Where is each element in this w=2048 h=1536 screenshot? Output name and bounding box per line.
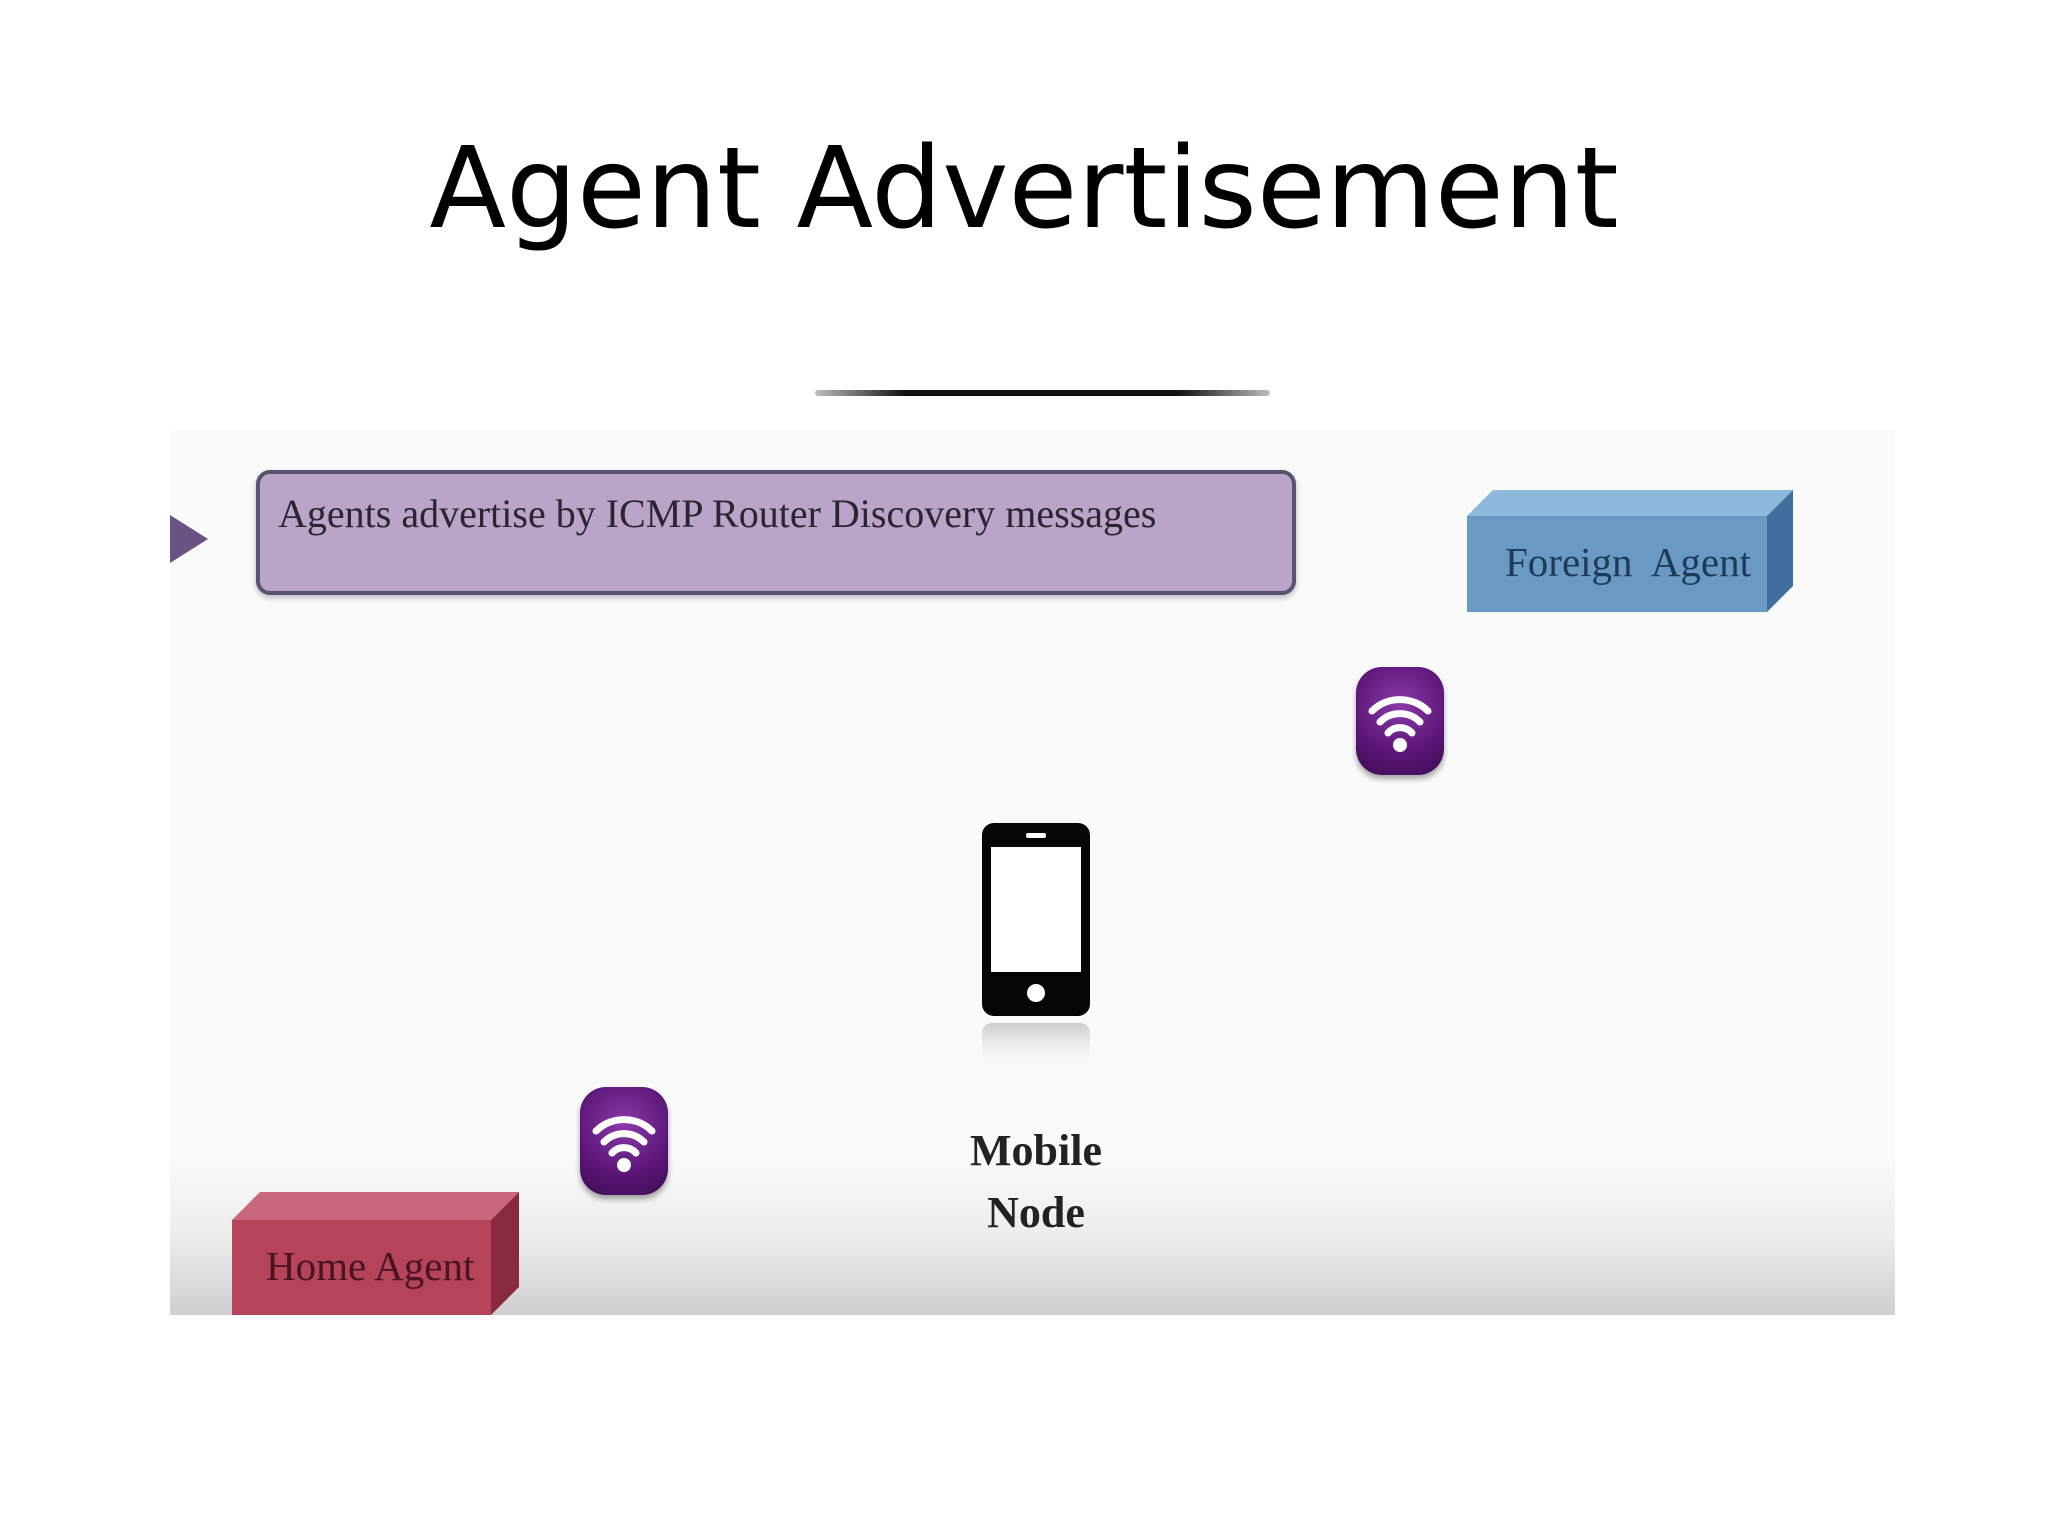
mobile-node-line2: Node: [987, 1188, 1085, 1237]
message-box: Agents advertise by ICMP Router Discover…: [256, 470, 1296, 595]
title-divider: [815, 390, 1270, 396]
smartphone-icon: [982, 823, 1090, 1073]
bullet-arrow-icon: [170, 515, 208, 563]
home-wifi-icon: [580, 1087, 668, 1195]
foreign-agent-label: Foreign Agent: [1505, 539, 1751, 585]
slide-title: Agent Advertisement: [429, 124, 1619, 254]
foreign-wifi-icon: [1356, 667, 1444, 775]
foreign-agent-box: Foreign Agent: [1467, 490, 1794, 612]
home-agent-box: Home Agent: [232, 1192, 520, 1315]
mobile-node-label: Mobile Node: [930, 1120, 1142, 1244]
diagram-canvas: Agents advertise by ICMP Router Discover…: [170, 430, 1895, 1315]
message-text: Agents advertise by ICMP Router Discover…: [278, 491, 1157, 536]
home-agent-label: Home Agent: [266, 1243, 475, 1289]
mobile-node-line1: Mobile: [970, 1126, 1102, 1175]
